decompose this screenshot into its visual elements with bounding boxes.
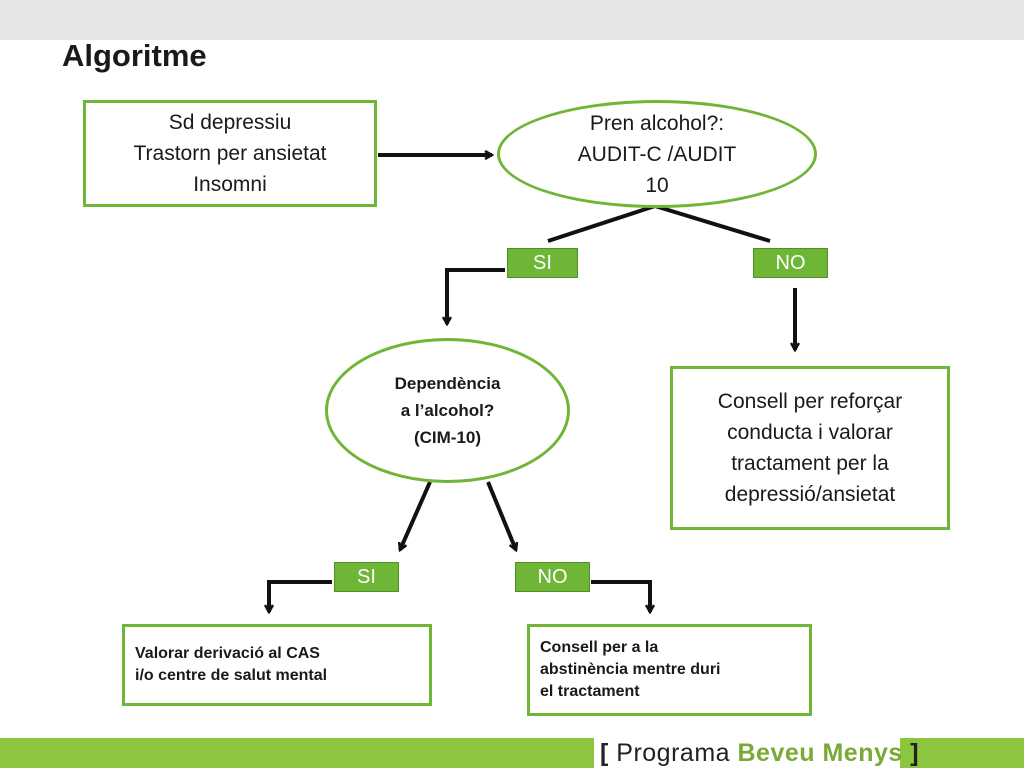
no-badge-2: NO bbox=[515, 562, 590, 592]
yes-badge-2: SI bbox=[334, 562, 399, 592]
referral-box: Valorar derivació al CAS i/o centre de s… bbox=[122, 624, 432, 706]
dependence-question-oval: Dependència a l’alcohol? (CIM-10) bbox=[325, 338, 570, 483]
abstinence-advice-box: Consell per a la abstinència mentre duri… bbox=[527, 624, 812, 716]
arrow-yes-to-referral bbox=[269, 580, 332, 612]
footer-open-bracket: [ bbox=[600, 739, 609, 767]
yes-badge-1: SI bbox=[507, 248, 578, 278]
advice-reinforce-box: Consell per reforçar conducta i valorar … bbox=[670, 366, 950, 530]
top-bar bbox=[0, 0, 1024, 40]
footer-program: Programa bbox=[616, 739, 731, 767]
symptoms-text: Sd depressiu Trastorn per ansietat Insom… bbox=[133, 111, 327, 196]
referral-text: Valorar derivació al CAS i/o centre de s… bbox=[135, 645, 328, 684]
alcohol-question-text: Pren alcohol?: AUDIT-C /AUDIT 10 bbox=[577, 111, 737, 197]
branch-alcohol-to-no bbox=[654, 204, 771, 243]
alcohol-question-oval: Pren alcohol?: AUDIT-C /AUDIT 10 bbox=[497, 100, 817, 208]
footer-close-bracket: ] bbox=[910, 739, 920, 767]
advice-reinforce-text: Consell per reforçar conducta i valorar … bbox=[717, 390, 903, 506]
branch-alcohol-to-yes bbox=[547, 204, 656, 243]
program-logo: [ Programa Beveu Menys ] bbox=[600, 738, 919, 768]
abstinence-advice-text: Consell per a la abstinència mentre duri… bbox=[540, 639, 721, 700]
footer-highlight: Beveu Menys bbox=[737, 739, 903, 767]
arrow-yes-to-dependence bbox=[447, 268, 505, 324]
no-badge-1: NO bbox=[753, 248, 828, 278]
arrow-no-to-abstinence bbox=[591, 580, 650, 612]
branch-dependence-to-no bbox=[486, 481, 516, 550]
symptoms-box: Sd depressiu Trastorn per ansietat Insom… bbox=[83, 100, 377, 207]
branch-dependence-to-yes bbox=[400, 481, 432, 550]
page-title: Algoritme bbox=[62, 38, 207, 73]
footer-label-background bbox=[594, 738, 900, 768]
dependence-question-text: Dependència a l’alcohol? (CIM-10) bbox=[394, 374, 501, 447]
